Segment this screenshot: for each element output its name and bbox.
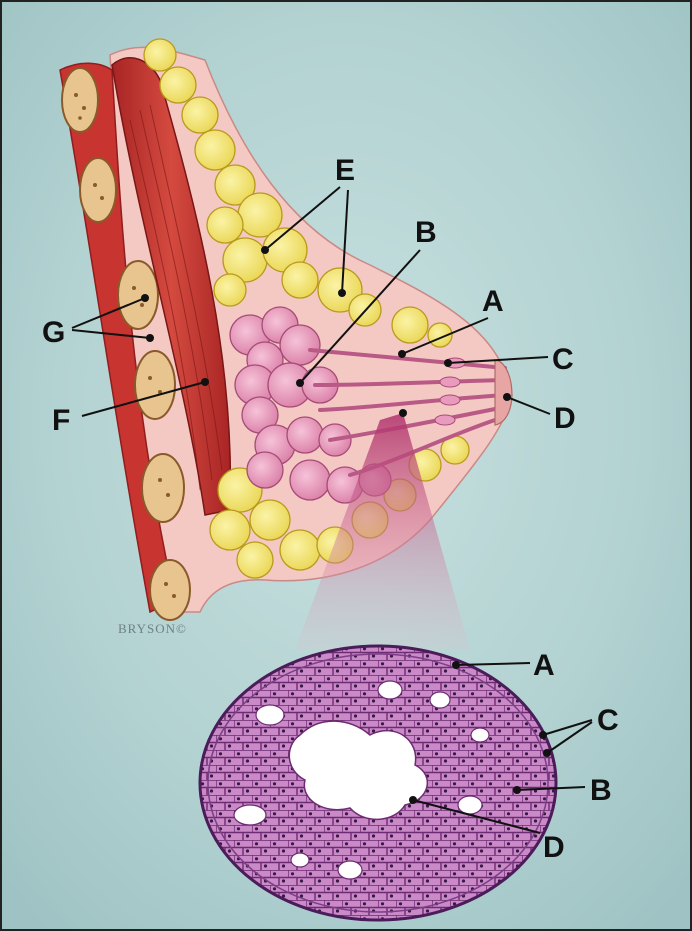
label-lower-b: B	[590, 774, 612, 807]
duct-cross-section	[200, 646, 556, 920]
label-upper-e: E	[335, 154, 355, 187]
artist-signature: BRYSON©	[118, 621, 187, 636]
label-lower-a: A	[533, 649, 555, 682]
label-upper-b: B	[415, 216, 437, 249]
label-upper-c: C	[552, 343, 574, 376]
label-upper-g: G	[42, 316, 65, 349]
label-lower-d: D	[543, 831, 565, 864]
label-upper-a: A	[482, 285, 504, 318]
label-lower-c: C	[597, 704, 619, 737]
label-upper-d: D	[554, 402, 576, 435]
label-upper-f: F	[52, 404, 70, 437]
